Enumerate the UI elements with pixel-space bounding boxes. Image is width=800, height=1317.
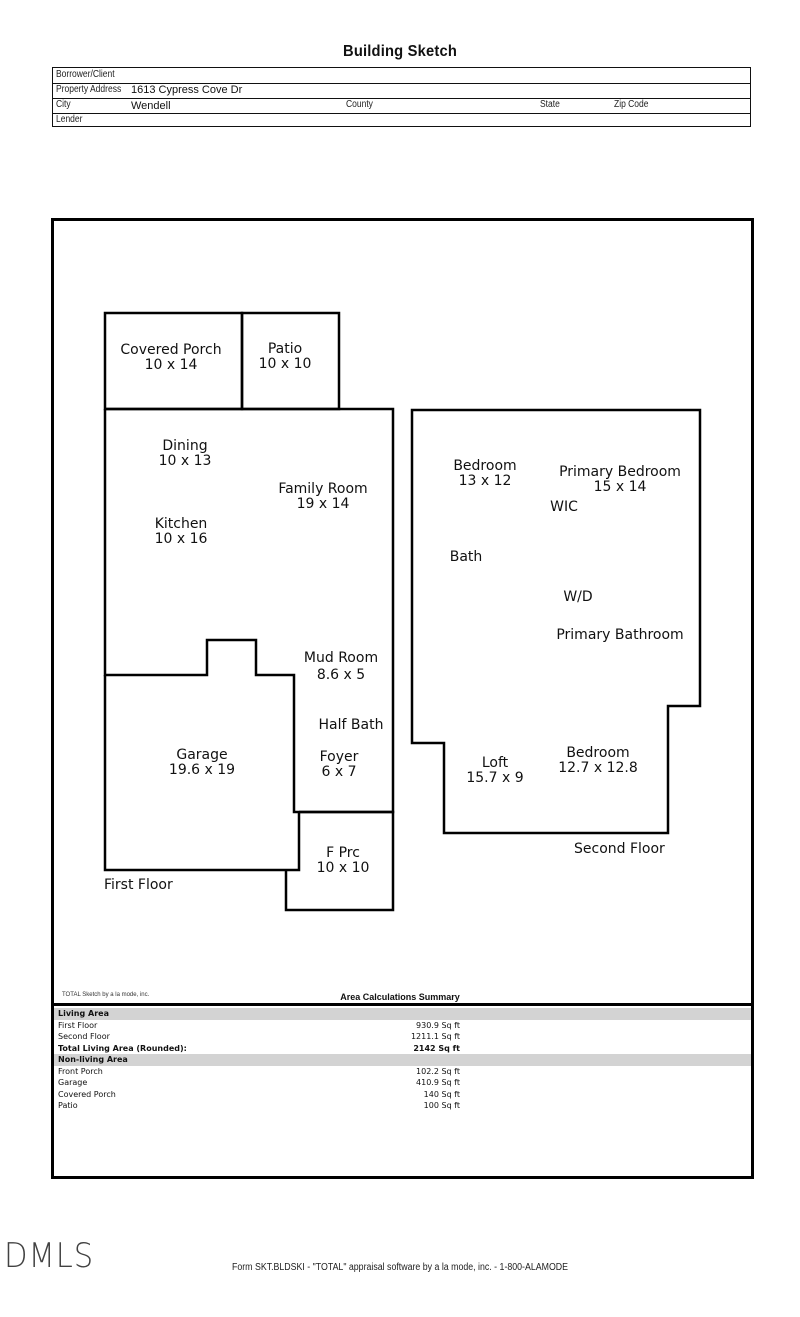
front-porch-outline (284, 810, 395, 912)
document-title: Building Sketch (343, 43, 457, 60)
dmls-logo: DMLS (4, 1236, 95, 1276)
address-label: Property Address (56, 84, 122, 95)
borrower-row: Borrower/Client (53, 68, 750, 84)
table-row: Patio 100 Sq ft (58, 1101, 460, 1110)
first-floor-label: First Floor (104, 877, 173, 893)
sketch-frame (51, 218, 754, 1179)
summary-divider (51, 1003, 754, 1006)
borrower-label: Borrower/Client (56, 69, 115, 80)
area-summary-table: Living Area First Floor 930.9 Sq ft Seco… (54, 1008, 751, 1112)
address-value: 1613 Cypress Cove Dr (131, 84, 243, 96)
address-row: Property Address 1613 Cypress Cove Dr (53, 83, 750, 99)
zip-label: Zip Code (614, 99, 649, 110)
garage-outline (103, 675, 301, 872)
table-row: Covered Porch 140 Sq ft (58, 1089, 460, 1099)
room-bath: Bath (449, 549, 483, 565)
lender-row: Lender (53, 113, 750, 128)
room-primary-bathroom: Primary Bathroom (556, 627, 684, 643)
room-washer-dryer: W/D (563, 589, 593, 605)
room-half-bath: Half Bath (318, 717, 384, 733)
city-row: City Wendell County State Zip Code (53, 98, 750, 114)
lender-label: Lender (56, 114, 83, 125)
second-floor-outline (410, 408, 702, 835)
living-area-header: Living Area (54, 1008, 751, 1020)
table-row: Front Porch 102.2 Sq ft (58, 1066, 460, 1076)
table-row: Garage 410.9 Sq ft (58, 1078, 460, 1087)
sketch-credit: TOTAL Sketch by a la mode, inc. (62, 992, 150, 998)
county-label: County (346, 99, 373, 110)
main-living-outline (103, 407, 395, 814)
second-floor-label: Second Floor (574, 841, 665, 857)
state-label: State (540, 99, 560, 110)
form-footer-text: Form SKT.BLDSKI - "TOTAL" appraisal soft… (231, 1262, 569, 1273)
area-summary-title: Area Calculations Summary (340, 992, 460, 1002)
property-header-table: Borrower/Client Property Address 1613 Cy… (52, 67, 751, 127)
total-living-area-row: Total Living Area (Rounded): 2142 Sq ft (58, 1043, 460, 1053)
table-row: First Floor 930.9 Sq ft (58, 1020, 460, 1030)
room-wic: WIC (550, 499, 578, 515)
city-value: Wendell (131, 100, 171, 112)
table-row: Second Floor 1211.1 Sq ft (58, 1032, 460, 1041)
city-label: City (56, 99, 71, 110)
non-living-area-header: Non-living Area (54, 1054, 751, 1066)
